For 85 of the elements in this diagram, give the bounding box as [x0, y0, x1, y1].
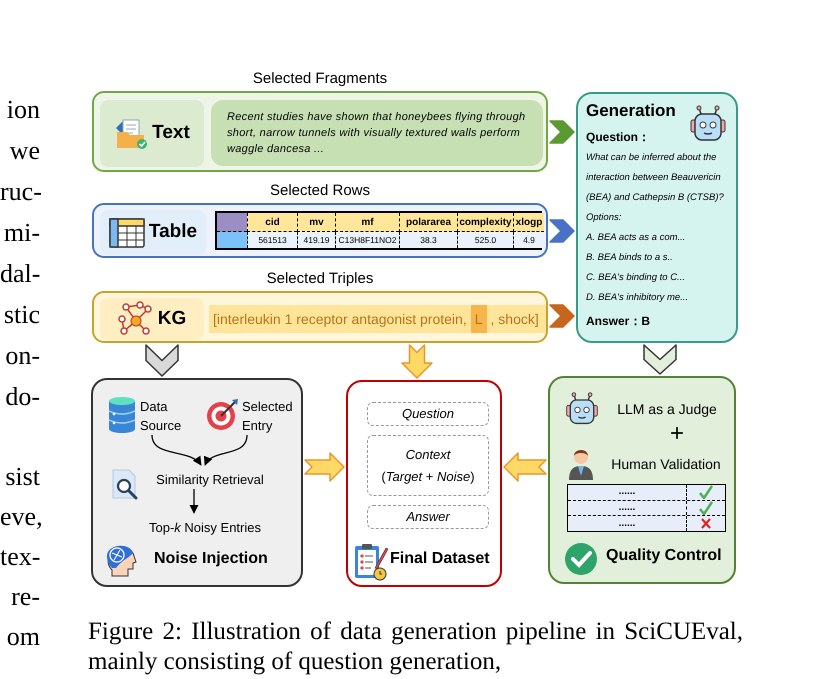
table-value: C13H8F11NO2: [335, 232, 399, 248]
panel-heading: Selected Rows: [270, 181, 370, 201]
body-text-fragment: dal-: [0, 259, 40, 289]
block-arrow: [304, 452, 345, 482]
fragment-text: Recent studies have shown that honeybees flying through short, narrow tunnels with visually textured walls perform waggle dancesa ...: [227, 110, 526, 157]
source-type-label: Text: [152, 121, 190, 146]
card-text: Options:: [586, 211, 622, 225]
arrow: [151, 434, 202, 466]
arrow: [189, 489, 199, 514]
stage-title: Quality Control: [606, 546, 722, 566]
block-arrow: [503, 452, 547, 482]
step-label: Human Validation: [611, 454, 721, 474]
table-value: 4.9: [513, 232, 544, 248]
body-text-fragment: stic: [2, 300, 40, 330]
figure-caption: Figure 2: Illustration of data generation pipeline in SciCUEval, mainly consisting of question generation,: [88, 617, 743, 677]
placeholder-dots: ......: [618, 487, 636, 498]
field-text: Question: [402, 405, 454, 423]
table-value: 38.3: [399, 232, 457, 248]
card-text: A. BEA acts as a com...: [586, 231, 686, 245]
column-header: polararea: [399, 213, 457, 232]
triple-text: [interleukin 1 receptor antagonist protein,: [213, 310, 467, 329]
field-label: Question：: [586, 129, 652, 146]
plus-sign: +: [670, 422, 684, 446]
body-text-fragment: on-: [4, 341, 40, 371]
field-text: Answer: [406, 508, 450, 526]
card-text: C. BEA's binding to C...: [586, 271, 686, 285]
panel-heading: Selected Triples: [266, 269, 374, 289]
body-text-fragment: sist: [4, 462, 40, 492]
body-text-fragment: eve,: [0, 502, 40, 532]
panel-heading: Selected Fragments: [252, 69, 388, 89]
column-header: mv: [297, 213, 335, 232]
source-type-box: [100, 100, 204, 167]
field-text: Context: [406, 446, 450, 464]
source-type-box: [100, 298, 204, 340]
card-title: Generation: [586, 100, 677, 122]
card-text: What can be inferred about the interaction between Beauvericin (BEA) and Cathepsin B (CTSB)?: [586, 151, 725, 205]
block-arrow: [401, 344, 433, 379]
source-type-label: KG: [158, 306, 186, 331]
table-value: 561513: [247, 232, 297, 248]
field-label: Answer：B: [586, 313, 652, 330]
step-label: Top-k Noisy Entries: [149, 518, 261, 536]
body-text-fragment: ion: [6, 95, 40, 125]
field-text: (Target + Noise): [381, 468, 475, 486]
placeholder-dots: ......: [618, 518, 636, 529]
body-text-fragment: ruc-: [0, 177, 40, 207]
body-text-fragment: we: [8, 136, 40, 166]
text-fragment-box: [211, 100, 543, 166]
body-text-fragment: tex-: [0, 542, 40, 572]
dataset-field: [367, 402, 489, 426]
generation-card: [576, 92, 738, 343]
source-type-label: Table: [148, 220, 198, 244]
stage-panel: [346, 380, 502, 587]
column-header: xlogp: [513, 213, 544, 232]
step-label: Selected Entry: [242, 398, 294, 434]
chevron-arrow: [145, 344, 179, 377]
arrow: [204, 434, 248, 466]
step-label: Data Source: [140, 398, 182, 435]
triple-text: , shock]: [490, 310, 539, 329]
table-value: 419.19: [297, 232, 335, 248]
table-value: 525.0: [457, 232, 513, 248]
body-text-fragment: om: [6, 622, 40, 652]
step-label: Similarity Retrieval: [156, 470, 264, 488]
chevron-arrow: [643, 344, 677, 375]
stage-panel: [91, 378, 303, 587]
card-text: B. BEA binds to a s..: [586, 251, 674, 265]
step-label: LLM as a Judge: [617, 400, 717, 419]
chevron-arrow: [549, 219, 575, 243]
stage-panel: [548, 376, 736, 584]
card-text: D. BEA's inhibitory me...: [586, 291, 690, 305]
source-type-box: [100, 210, 206, 255]
dataset-field: [367, 435, 489, 496]
triple-bar: [209, 305, 546, 333]
body-text-fragment: do-: [4, 382, 40, 412]
stage-title: Noise Injection: [154, 549, 268, 569]
chevron-arrow: [549, 304, 575, 328]
body-text-fragment: mi-: [2, 218, 40, 248]
placeholder-dots: ......: [618, 503, 636, 513]
column-header: mf: [335, 213, 399, 232]
dataset-field: [367, 505, 489, 529]
column-header: complexity: [457, 213, 513, 232]
body-text-fragment: re-: [10, 582, 40, 612]
chevron-arrow: [549, 120, 575, 144]
column-header: cid: [247, 213, 297, 232]
relation-highlight: L: [470, 305, 487, 333]
stage-title: Final Dataset: [390, 549, 490, 569]
